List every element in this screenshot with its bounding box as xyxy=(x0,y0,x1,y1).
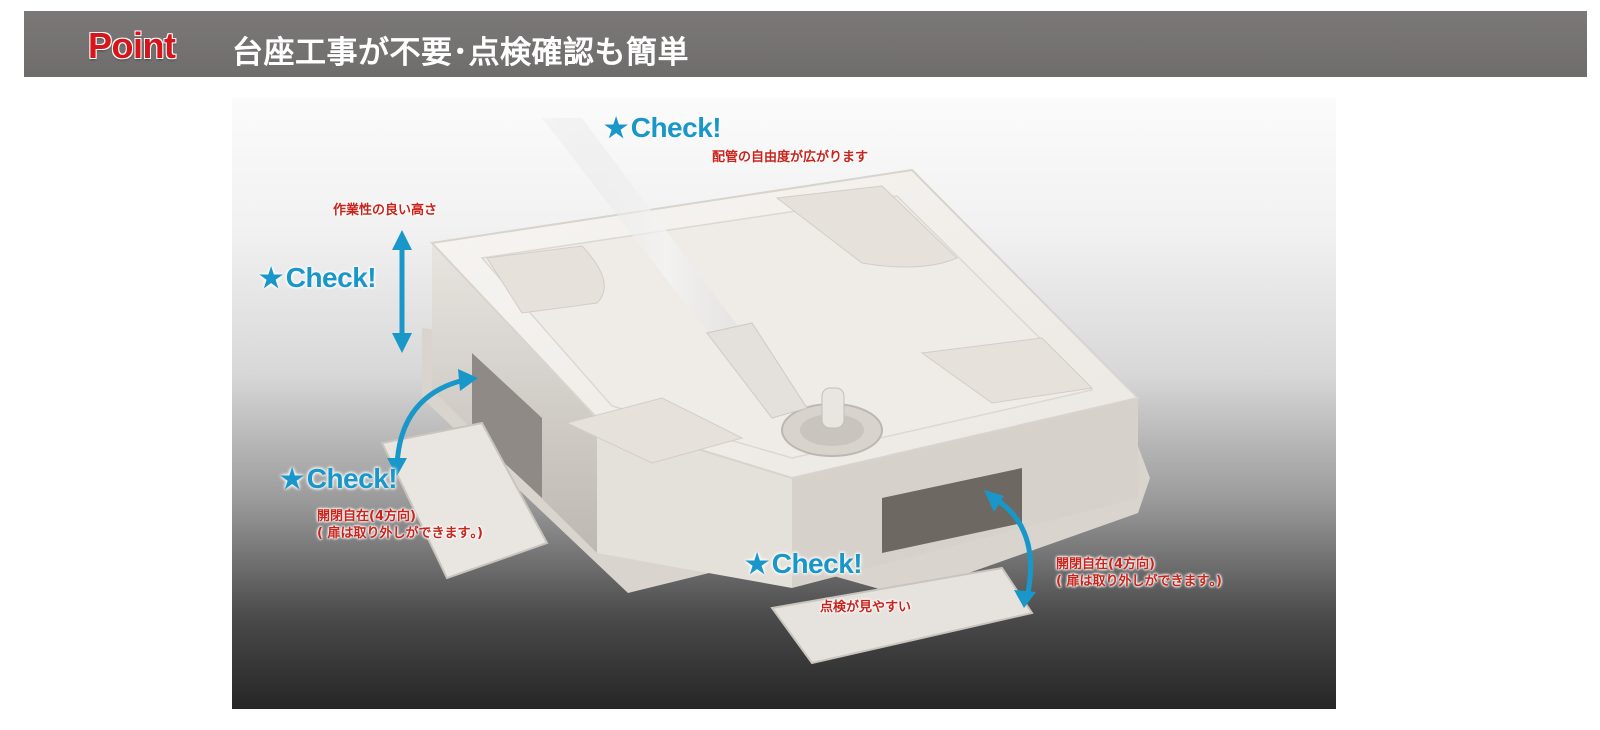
check-callout-inspection: ★ Check! xyxy=(745,548,863,580)
check-callout-left-door: ★ Check! xyxy=(280,463,398,495)
check-callout-height: ★ Check! xyxy=(259,262,377,294)
curved-arrow-icon xyxy=(387,369,478,476)
front-door xyxy=(770,566,1034,665)
star-icon: ★ xyxy=(280,463,304,494)
product-photo: ★ Check! 配管の自由度が広がります 作業性の良い高さ ★ Check! … xyxy=(232,98,1336,709)
header-bar: Point 台座工事が不要･点検確認も簡単 xyxy=(24,11,1587,77)
page-title: 台座工事が不要･点検確認も簡単 xyxy=(232,35,689,71)
star-icon: ★ xyxy=(604,112,628,143)
check-label: Check! xyxy=(285,262,377,293)
note-height: 作業性の良い高さ xyxy=(333,203,438,218)
note-left-door: 開閉自在(4方向) ( 扉は取り外しができます｡) xyxy=(317,509,483,541)
check-label: Check! xyxy=(771,548,863,579)
check-callout-piping: ★ Check! xyxy=(604,112,722,144)
check-label: Check! xyxy=(306,463,398,494)
star-icon: ★ xyxy=(745,548,769,579)
point-label: Point xyxy=(88,25,176,66)
washing-machine-pan-illustration xyxy=(380,118,1150,665)
note-inspection: 点検が見やすい xyxy=(820,600,912,615)
star-icon: ★ xyxy=(259,262,283,293)
curved-arrow-icon-2 xyxy=(984,490,1036,608)
check-label: Check! xyxy=(630,112,722,143)
double-arrow-icon xyxy=(392,230,412,353)
note-front-door: 開閉自在(4方向) ( 扉は取り外しができます｡) xyxy=(1056,557,1222,589)
note-piping: 配管の自由度が広がります xyxy=(712,150,869,165)
left-door xyxy=(380,421,549,580)
